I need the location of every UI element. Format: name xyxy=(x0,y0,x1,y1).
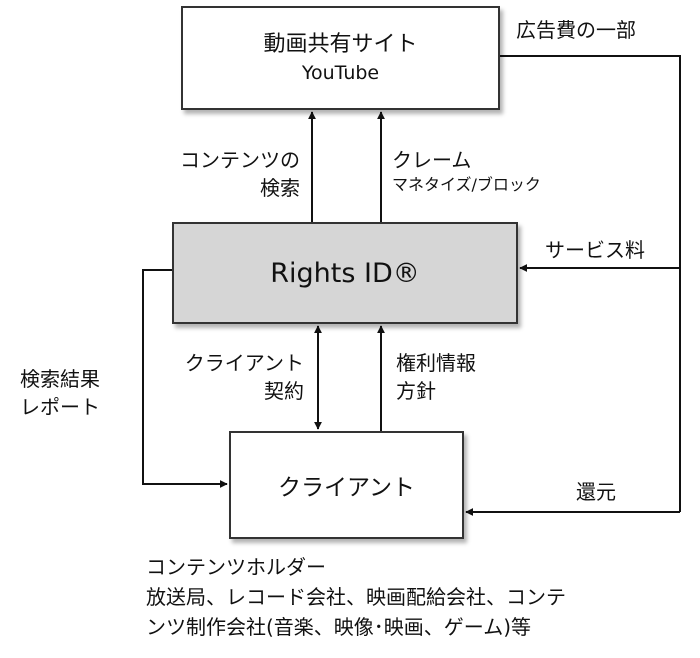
content-holder-note-line3: ンツ制作会社(音楽、映像･映画、ゲーム)等 xyxy=(146,615,532,639)
content-holder-note: コンテンツホルダー 放送局、レコード会社、映画配給会社、コンテ ンツ制作会社(音… xyxy=(146,552,566,642)
client-title: クライアント xyxy=(277,475,416,501)
label-client-contract: クライアント 契約 xyxy=(184,351,304,403)
label-service-fee: サービス料 xyxy=(545,238,645,262)
label-content-search: コンテンツの 検索 xyxy=(180,148,300,200)
label-ad-revenue: 広告費の一部 xyxy=(516,18,636,42)
arrow-search-report xyxy=(142,269,228,488)
label-claim: クレーム マネタイズ/ブロック xyxy=(392,148,541,194)
video-sharing-site-title: 動画共有サイト xyxy=(263,32,418,57)
video-sharing-site-box: 動画共有サイト YouTube xyxy=(181,6,500,110)
youtube-label: YouTube xyxy=(301,62,380,84)
content-holder-note-line1: コンテンツホルダー xyxy=(146,555,326,579)
rights-id-title: Rights ID® xyxy=(270,257,420,289)
rights-id-box: Rights ID® xyxy=(172,222,518,324)
client-box: クライアント xyxy=(229,431,464,539)
label-rights-policy: 権利情報 方針 xyxy=(396,351,476,403)
line-ad-revenue xyxy=(500,55,681,512)
label-return: 還元 xyxy=(576,480,616,504)
content-holder-note-line2: 放送局、レコード会社、映画配給会社、コンテ xyxy=(146,585,566,609)
label-search-report: 検索結果 レポート xyxy=(20,367,100,419)
